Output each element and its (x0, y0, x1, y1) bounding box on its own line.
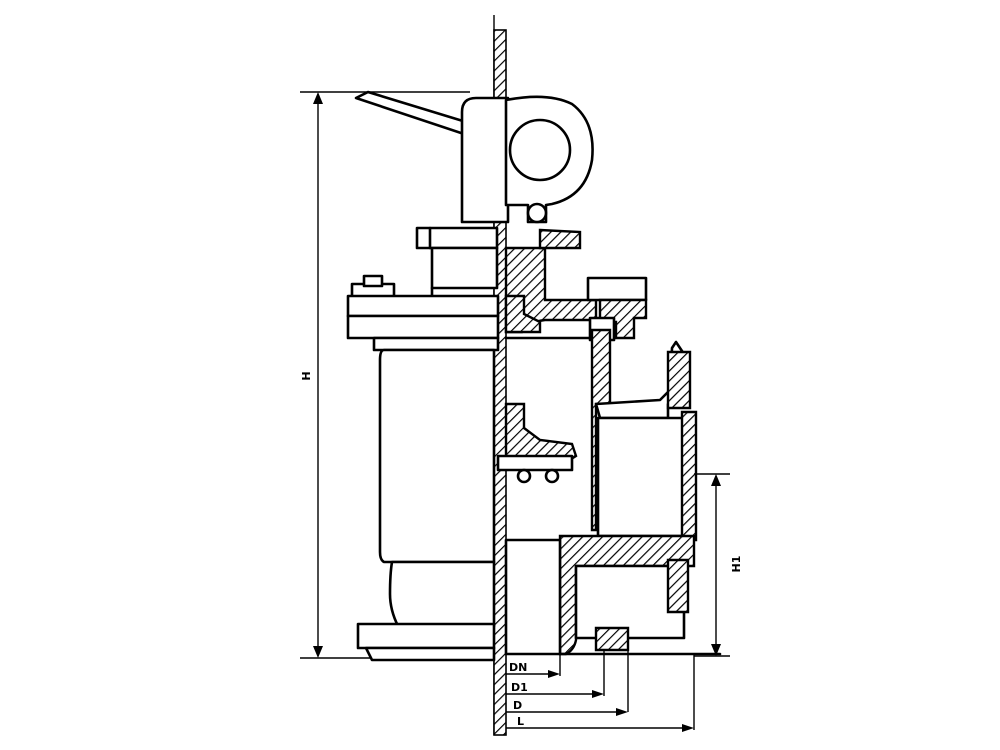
dimension-dn: DN (506, 661, 560, 678)
dim-label-l: L (517, 715, 524, 728)
body-lower-elbow (504, 534, 722, 656)
body-right-inner (496, 294, 612, 532)
dimension-d1: D1 (506, 681, 604, 698)
body-top-flange (346, 274, 500, 352)
bottom-dimensions: DN D1 D L (506, 650, 695, 732)
dim-label-d: D (513, 699, 522, 712)
top-housing (460, 95, 594, 224)
dim-label-dn: DN (509, 661, 527, 674)
dim-label-h: H (300, 371, 313, 380)
dimension-l: L (506, 715, 694, 732)
outlet-pipe (594, 340, 698, 542)
dimension-h1: H1 (694, 473, 743, 657)
dim-label-h1: H1 (730, 556, 743, 573)
dim-label-d1: D1 (511, 681, 528, 694)
dimension-h: H (300, 91, 470, 659)
dimension-d: D (506, 699, 628, 716)
body-cylinder (356, 348, 496, 662)
